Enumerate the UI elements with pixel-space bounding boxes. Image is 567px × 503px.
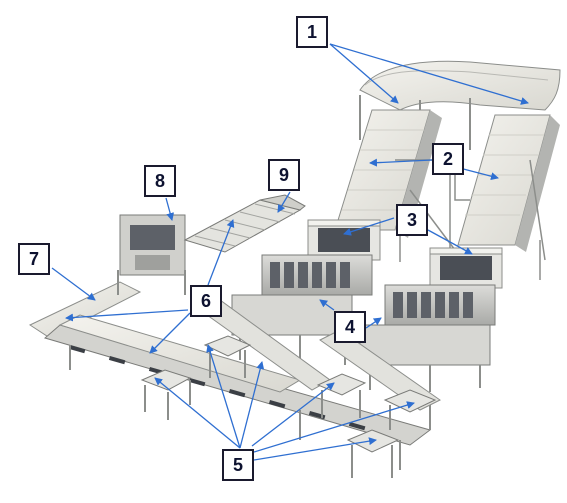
callout-6: 6 — [190, 285, 222, 317]
callout-2: 2 — [432, 143, 464, 175]
callout-arrows — [51, 43, 529, 461]
arrow-5d — [251, 382, 335, 447]
arrow-4b — [365, 317, 382, 329]
callout-5: 5 — [222, 449, 254, 481]
arrow-3b — [427, 229, 473, 255]
arrow-9 — [277, 191, 291, 213]
arrow-1a — [329, 43, 399, 104]
callout-3: 3 — [396, 204, 428, 236]
arrow-2a — [369, 158, 433, 167]
callout-9: 9 — [268, 159, 300, 191]
arrow-7 — [51, 267, 96, 301]
arrow-6b — [149, 312, 191, 354]
arrow-5c — [239, 361, 265, 449]
case-erector — [117, 214, 186, 295]
callout-4: 4 — [334, 311, 366, 343]
incline-conveyor-right — [454, 114, 560, 280]
callout-8: 8 — [144, 165, 176, 197]
metal-detector-right — [429, 247, 503, 289]
callout-7: 7 — [18, 243, 50, 275]
arrow-5e — [253, 401, 415, 453]
arrow-4a — [319, 299, 335, 311]
arrow-5f — [253, 437, 377, 461]
arrow-8 — [165, 197, 175, 221]
arrow-6a — [65, 309, 189, 322]
packing-tables — [140, 335, 437, 478]
multihead-filler-right — [359, 284, 496, 392]
arrow-3a — [343, 217, 395, 236]
roller-conveyor — [183, 194, 306, 253]
callout-1: 1 — [296, 16, 328, 48]
arrow-5a — [154, 377, 241, 449]
arrow-1b — [329, 43, 529, 105]
arrow-5b — [206, 344, 241, 449]
arrow-6c — [207, 219, 235, 286]
multihead-filler-left — [231, 254, 373, 365]
